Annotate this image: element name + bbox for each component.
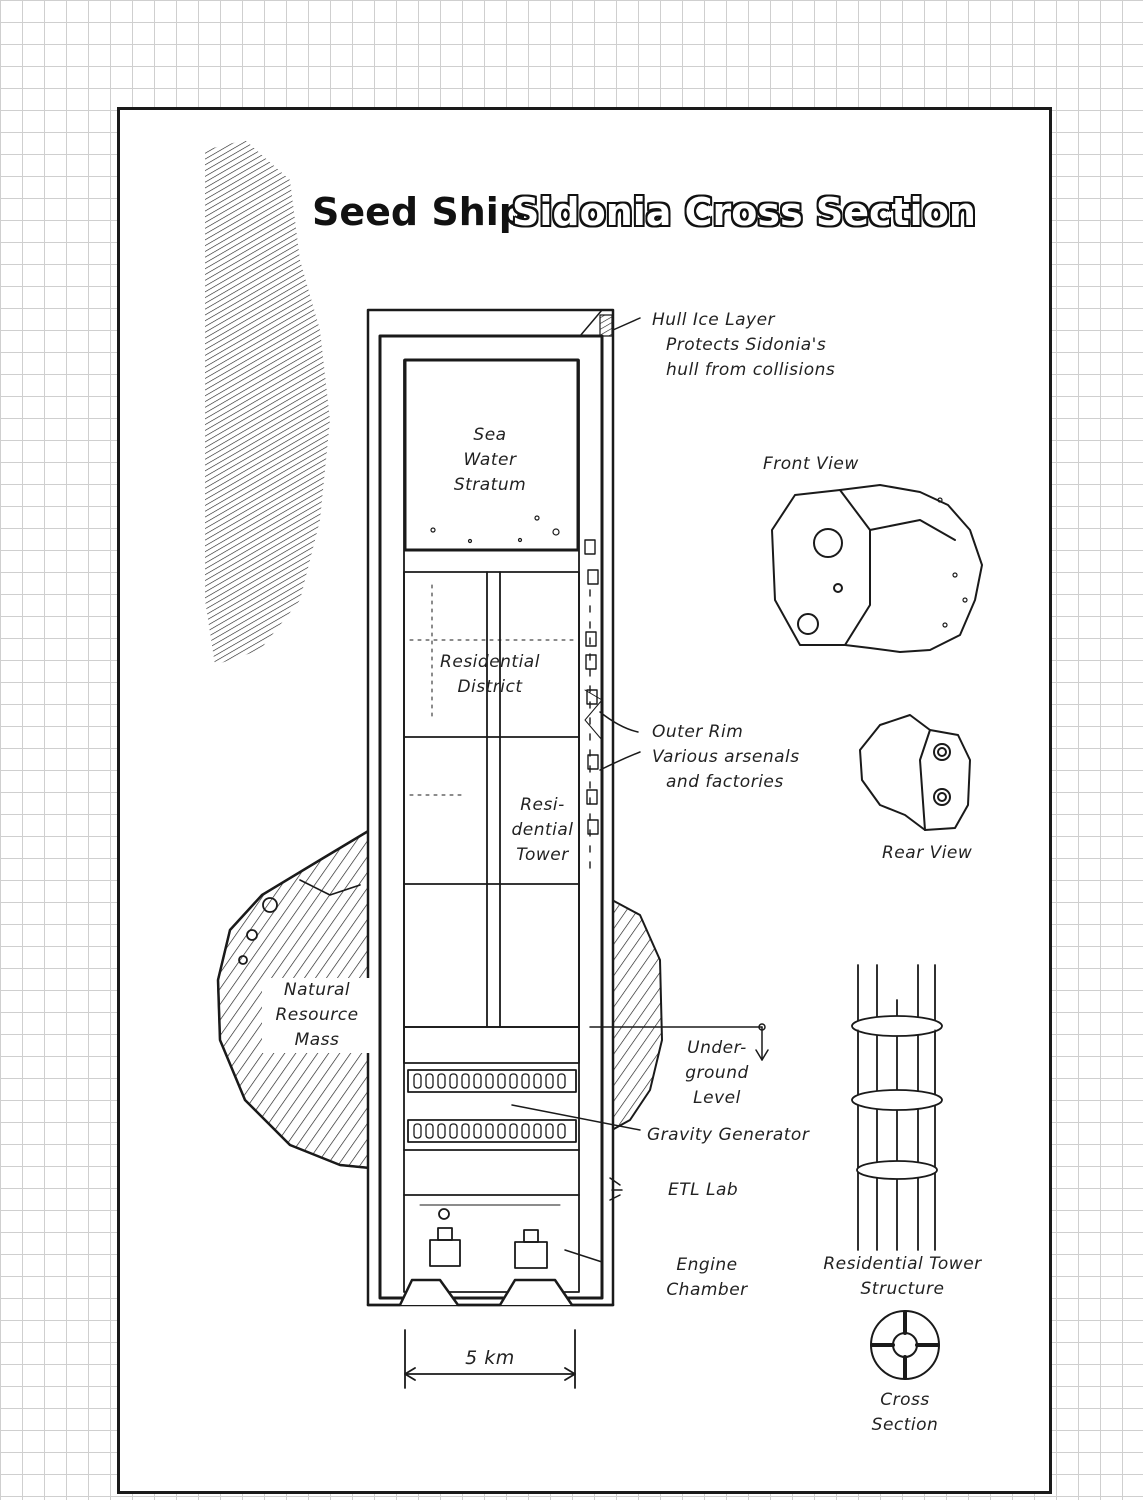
title-prefix: Seed Ship bbox=[312, 190, 526, 234]
label-line: Structure bbox=[860, 1279, 945, 1299]
label-engine-chamber: Engine Chamber bbox=[652, 1253, 762, 1303]
label-hull-ice-layer: Hull Ice Layer Protects Sidonia's hull f… bbox=[652, 308, 835, 383]
label-rear-view: Rear View bbox=[882, 843, 973, 863]
engine-chamber bbox=[419, 1204, 561, 1269]
label-etl-lab: ETL Lab bbox=[668, 1180, 739, 1200]
label-front-view: Front View bbox=[763, 454, 859, 474]
label-underground-level: Under- ground Level bbox=[672, 1036, 762, 1111]
label-line: Mass bbox=[294, 1030, 340, 1050]
background-asteroid-shading bbox=[205, 140, 330, 665]
label-line: Residential bbox=[440, 652, 540, 672]
label-residential-tower-structure: Residential Tower Structure bbox=[810, 1252, 995, 1302]
label-line: Engine bbox=[676, 1255, 738, 1275]
label-line: District bbox=[457, 677, 523, 697]
label-scale: 5 km bbox=[465, 1347, 515, 1369]
label-line: Various arsenals bbox=[652, 747, 800, 767]
label-line: Level bbox=[693, 1088, 741, 1108]
label-line: Water bbox=[463, 450, 517, 470]
label-line: Resource bbox=[275, 1005, 359, 1025]
label-line: Resi- bbox=[520, 795, 565, 815]
gravity-generator bbox=[403, 1026, 580, 1196]
outer-rim-factories bbox=[584, 539, 603, 871]
front-view-drawing bbox=[771, 484, 983, 653]
leader-lines bbox=[511, 317, 769, 1263]
label-line: and factories bbox=[666, 772, 784, 792]
label-line: Protects Sidonia's bbox=[666, 335, 827, 355]
scale-bar bbox=[404, 1329, 576, 1389]
title-emphasis: Sidonia Cross Section bbox=[512, 190, 976, 234]
label-line: Chamber bbox=[666, 1280, 748, 1300]
label-residential-district: Residential District bbox=[420, 650, 560, 700]
label-line: Stratum bbox=[453, 475, 527, 495]
label-line: Section bbox=[871, 1415, 939, 1435]
label-line: Tower bbox=[516, 845, 569, 865]
cross-section-drawing-circle bbox=[870, 1310, 940, 1380]
label-cross-section: Cross Section bbox=[855, 1388, 955, 1438]
label-outer-rim: Outer Rim Various arsenals and factories bbox=[652, 720, 800, 795]
residential-tower-structure-drawing bbox=[851, 964, 943, 1251]
label-line: Outer Rim bbox=[652, 722, 744, 742]
sea-water-stratum bbox=[403, 358, 580, 552]
label-gravity-generator: Gravity Generator bbox=[647, 1125, 810, 1145]
label-residential-tower: Resi- dential Tower bbox=[500, 793, 585, 868]
label-natural-resource-mass: Natural Resource Mass bbox=[262, 978, 372, 1053]
label-line: Residential Tower bbox=[823, 1254, 982, 1274]
label-line: Sea bbox=[473, 425, 507, 445]
label-sea-water-stratum: Sea Water Stratum bbox=[440, 423, 540, 498]
label-line: dential bbox=[511, 820, 574, 840]
label-line: Cross bbox=[880, 1390, 930, 1410]
label-line: Hull Ice Layer bbox=[652, 310, 776, 330]
label-line: hull from collisions bbox=[666, 360, 836, 380]
label-line: Under- bbox=[687, 1038, 747, 1058]
label-line: Natural bbox=[283, 980, 351, 1000]
rear-view-drawing bbox=[859, 714, 971, 831]
label-line: ground bbox=[685, 1063, 749, 1083]
